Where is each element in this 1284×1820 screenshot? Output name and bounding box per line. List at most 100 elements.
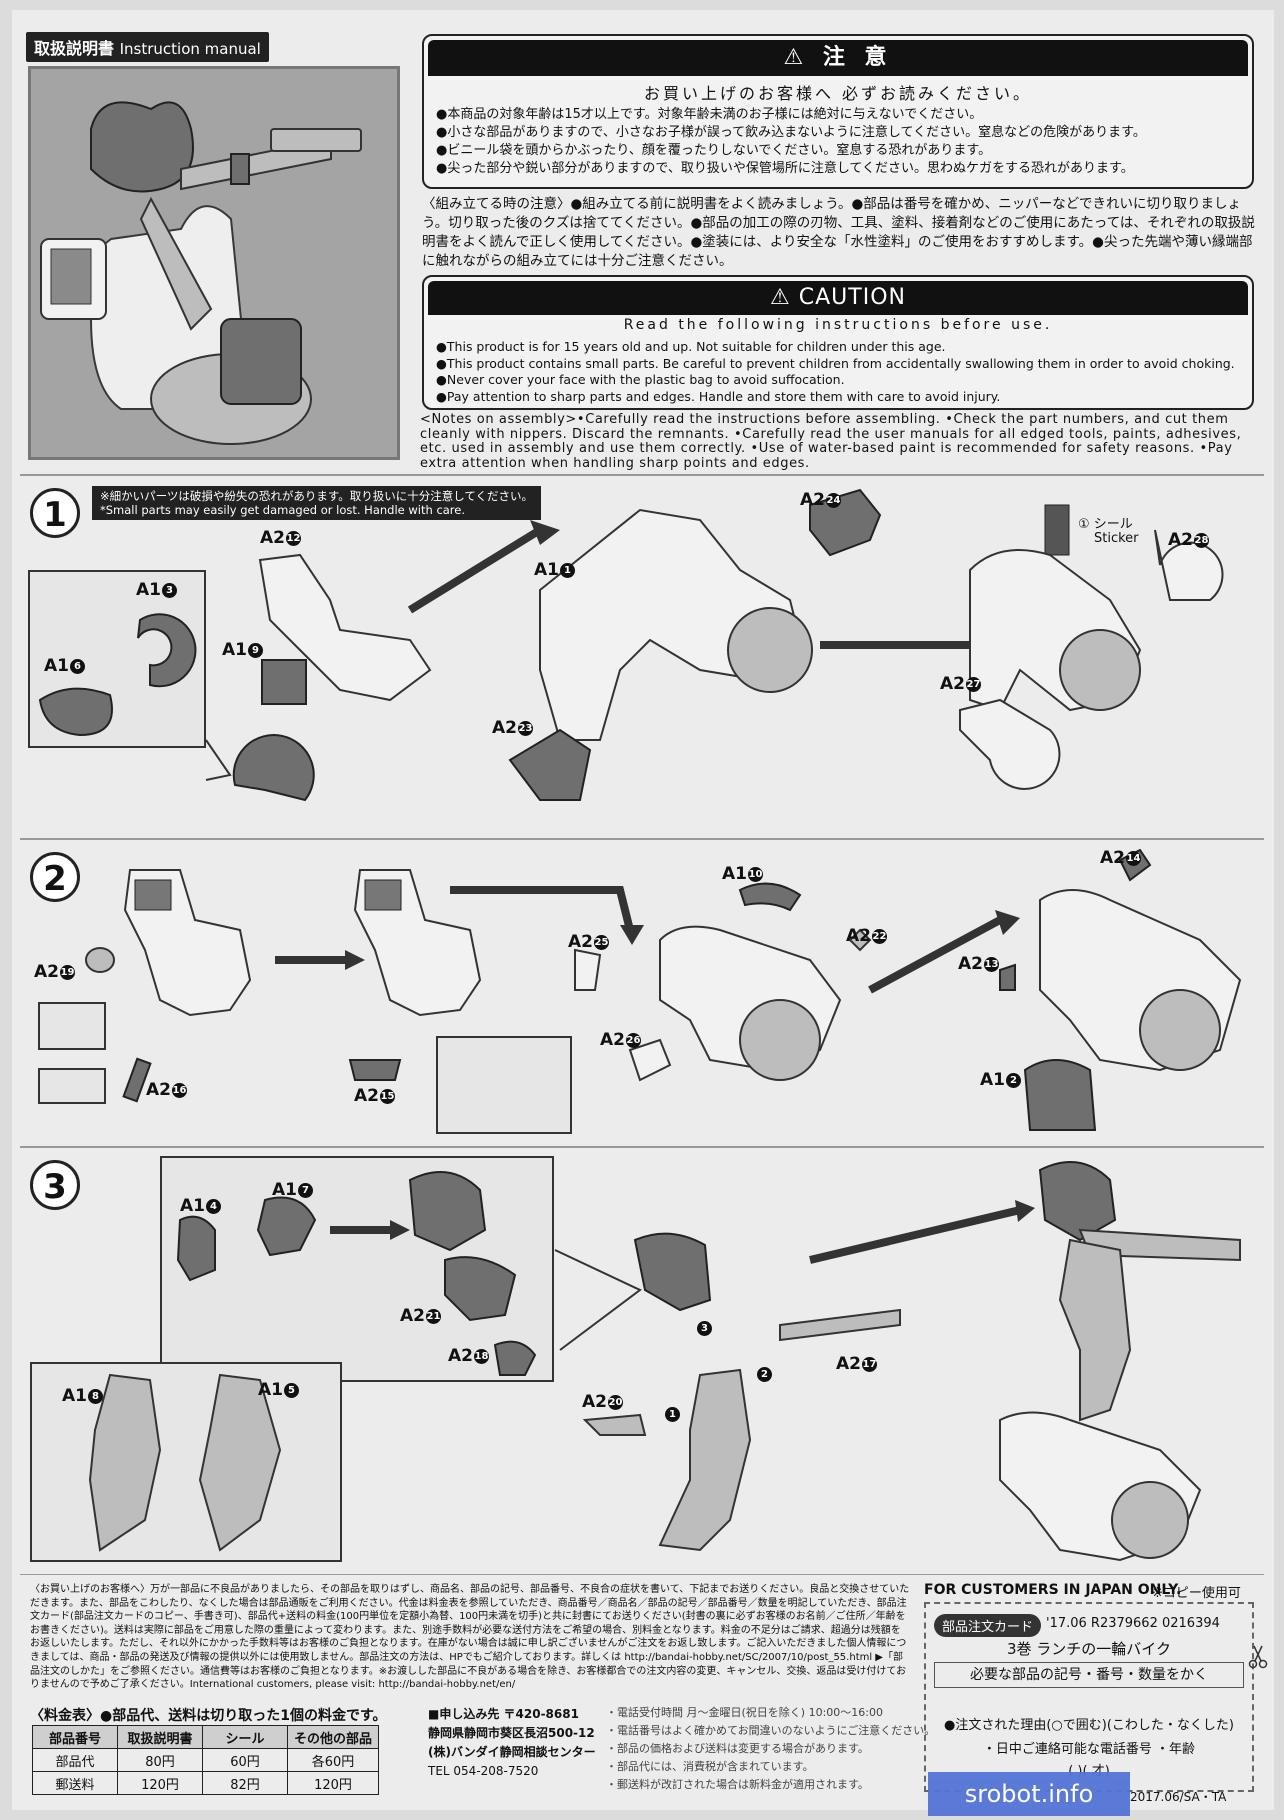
- contact-note: ・電話受付時間 月～金曜日(祝日を除く) 10:00～16:00: [606, 1706, 883, 1719]
- fee-header-cell: シール: [202, 1725, 288, 1749]
- section-divider: [20, 838, 1264, 840]
- sticker-label-jp: シール: [1093, 517, 1133, 532]
- part-a1-4: [176, 1215, 216, 1282]
- fee-table: 部品番号 取扱説明書 シール その他の部品 部品代 80円 60円 各60円 郵…: [32, 1725, 380, 1795]
- label-text: A2: [448, 1346, 473, 1366]
- step1-arrow: [407, 526, 543, 614]
- contact-notes: ・電話受付時間 月～金曜日(祝日を除く) 10:00～16:00 ・電話番号はよ…: [606, 1704, 935, 1794]
- label-circle: 25: [594, 934, 609, 950]
- part-a2-19: [85, 947, 115, 973]
- warning-item: ●尖った部分や鋭い部分がありますので、取り扱いや保管場所に注意してください。思わ…: [436, 161, 1134, 176]
- fee-cell: 82円: [202, 1771, 288, 1795]
- fee-cell: 部品代: [32, 1748, 118, 1772]
- order-card-code: '17.06 R2379662 0216394: [1046, 1616, 1220, 1631]
- label-circle: 23: [518, 720, 533, 736]
- order-card-reason-field[interactable]: ●注文された理由(○で囲む)(こわした・なくした): [944, 1718, 1234, 1733]
- part-a2-17: [779, 1308, 901, 1342]
- part-a2-15: [348, 1059, 402, 1081]
- small-parts-note-jp: ※細かいパーツは破損や紛失の恐れがあります。取り扱いに十分注意してください。: [100, 489, 534, 503]
- fee-header-cell: その他の部品: [286, 1725, 380, 1749]
- caution-title-en: ⚠ CAUTION: [428, 281, 1248, 315]
- assembled-head: [633, 1232, 712, 1312]
- label-circle: 6: [70, 658, 85, 674]
- label-text: A2: [600, 1030, 625, 1050]
- step3-arrowhead: [1015, 1200, 1035, 1222]
- step2-arrow-3: [868, 916, 1002, 994]
- label-circle: 22: [872, 928, 887, 944]
- fee-cell: 120円: [117, 1771, 203, 1795]
- label-circle: 4: [206, 1198, 221, 1214]
- part-a2-27: [959, 698, 1061, 790]
- label-text: A2: [492, 718, 517, 738]
- manual-title-tag: 取扱説明書 Instruction manual: [26, 32, 269, 62]
- step3-arrow: [809, 1206, 1021, 1264]
- label-circle: 20: [608, 1394, 623, 1410]
- figure-head: [1038, 1161, 1117, 1242]
- label-circle: 8: [88, 1388, 103, 1404]
- order-card-phone-field[interactable]: ・日中ご連絡可能な電話番号 ・年齢: [982, 1742, 1196, 1757]
- label-circle: 9: [248, 642, 263, 658]
- label-circle: 3: [162, 582, 177, 598]
- part-a2-16: [122, 1057, 152, 1103]
- warning-subtitle-jp: お買い上げのお客様へ 必ずお読みください。: [643, 84, 1033, 103]
- order-number: 2: [757, 1366, 772, 1382]
- step2-arrow-2: [450, 886, 634, 931]
- part-a1-10: [738, 882, 802, 912]
- label-circle: 27: [966, 676, 981, 692]
- caution-list-en: ●This product is for 15 years old and up…: [436, 339, 1244, 405]
- label-circle: 12: [286, 530, 301, 546]
- manual-label-jp: 取扱説明書: [34, 39, 115, 58]
- label-text: A2: [958, 954, 983, 974]
- date-code: 2017.06/SA・TA: [1130, 1790, 1227, 1804]
- customer-note: 〈お買い上げのお客様へ〉万が一部品に不良品がありましたら、その部品を取りはずし、…: [30, 1584, 910, 1691]
- part-a2-22: [848, 928, 872, 952]
- caution-item: ●Never cover your face with the plastic …: [436, 372, 845, 387]
- step2-detail-inset-1: [38, 1002, 106, 1050]
- sticker-sheet: [1044, 504, 1070, 556]
- parts-order-card: 部品注文カード '17.06 R2379662 0216394 3巻 ランチの一…: [924, 1602, 1254, 1792]
- caution-box-en: ⚠ CAUTION Read the following instruction…: [422, 275, 1254, 410]
- part-a2-25: [574, 948, 602, 991]
- label-text: A2: [146, 1080, 171, 1100]
- label-text: A2: [34, 962, 59, 982]
- section-divider: [20, 474, 1264, 476]
- part-a1-6: [38, 687, 113, 737]
- order-card-parts-field[interactable]: 必要な部品の記号・番号・数量をかく: [934, 1662, 1244, 1688]
- fee-cell: 80円: [117, 1748, 203, 1772]
- label-circle: 7: [298, 1182, 313, 1198]
- warning-item: ●小さな部品がありますので、小さなお子様が誤って飲み込まないように注意してくださ…: [436, 125, 1146, 140]
- part-a2-26: [628, 1038, 672, 1082]
- contact-company: (株)バンダイ静岡相談センター: [428, 1745, 596, 1759]
- fee-table-header: 部品番号 取扱説明書 シール その他の部品: [32, 1725, 380, 1749]
- head-half-assembled: [408, 1171, 487, 1252]
- label-text: A2: [582, 1392, 607, 1412]
- warning-list-jp: ●本商品の対象年齢は15才以上です。対象年齢未満のお子様には絶対に与えないでくだ…: [436, 106, 1242, 178]
- part-a2-24: [809, 488, 882, 557]
- order-marker-2: 2: [756, 1364, 772, 1384]
- final-wheel: [1111, 1481, 1189, 1559]
- label-circle: 24: [826, 492, 841, 508]
- hero-figure-illustration: [31, 69, 397, 457]
- step2-detail-inset-2: [38, 1068, 106, 1104]
- section-divider: [20, 1146, 1264, 1148]
- label-circle: 21: [426, 1308, 441, 1324]
- label-text: A2: [940, 674, 965, 694]
- hero-product-image: [28, 66, 400, 460]
- label-text: A2: [568, 932, 593, 952]
- label-circle: 1: [560, 562, 575, 578]
- label-text: A2: [800, 490, 825, 510]
- step1-diagram: [38, 488, 1224, 802]
- label-circle: 15: [380, 1088, 395, 1104]
- label-text: A1: [272, 1180, 297, 1200]
